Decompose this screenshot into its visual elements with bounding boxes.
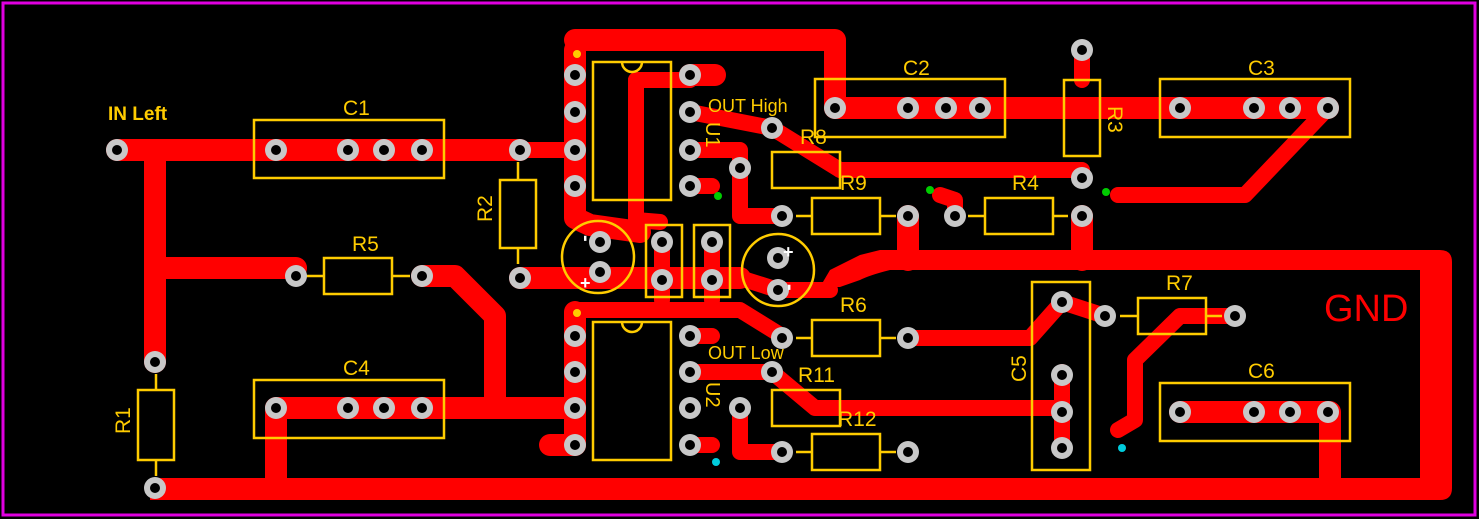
vias [573,50,1126,466]
c2-label: C2 [903,57,930,80]
u2-label: U2 [701,382,723,408]
silkscreen [136,60,1352,476]
c4-label: C4 [343,357,370,380]
r12-label: R12 [838,408,877,431]
r11-label: R11 [798,364,835,387]
in-left-label: IN Left [108,104,168,125]
r4-label: R4 [1012,172,1039,195]
r1-label: R1 [112,407,135,434]
cap1-plus: + [580,273,591,293]
gnd-label: GND [1324,288,1408,330]
r9-label: R9 [840,172,867,195]
c1-label: C1 [343,97,370,120]
out-high-label: OUT High [708,96,788,116]
c6-label: C6 [1248,360,1275,383]
cap1-minus: - [575,235,597,242]
r5-label: R5 [352,233,379,256]
cap2-minus: - [779,284,801,291]
r3-label: R3 [1103,106,1126,133]
labels: IN Left OUT High OUT Low GND C1 C2 C3 C4… [108,57,1408,434]
u1-label: U1 [701,122,723,148]
pads [106,39,1339,499]
r2-label: R2 [474,195,497,222]
out-low-label: OUT Low [708,343,785,363]
c5-label: C5 [1008,355,1031,382]
r6-label: R6 [840,294,867,317]
c3-label: C3 [1248,57,1275,80]
r8-label: R8 [800,126,827,149]
r7-label: R7 [1166,272,1193,295]
cap2-plus: + [783,242,794,262]
